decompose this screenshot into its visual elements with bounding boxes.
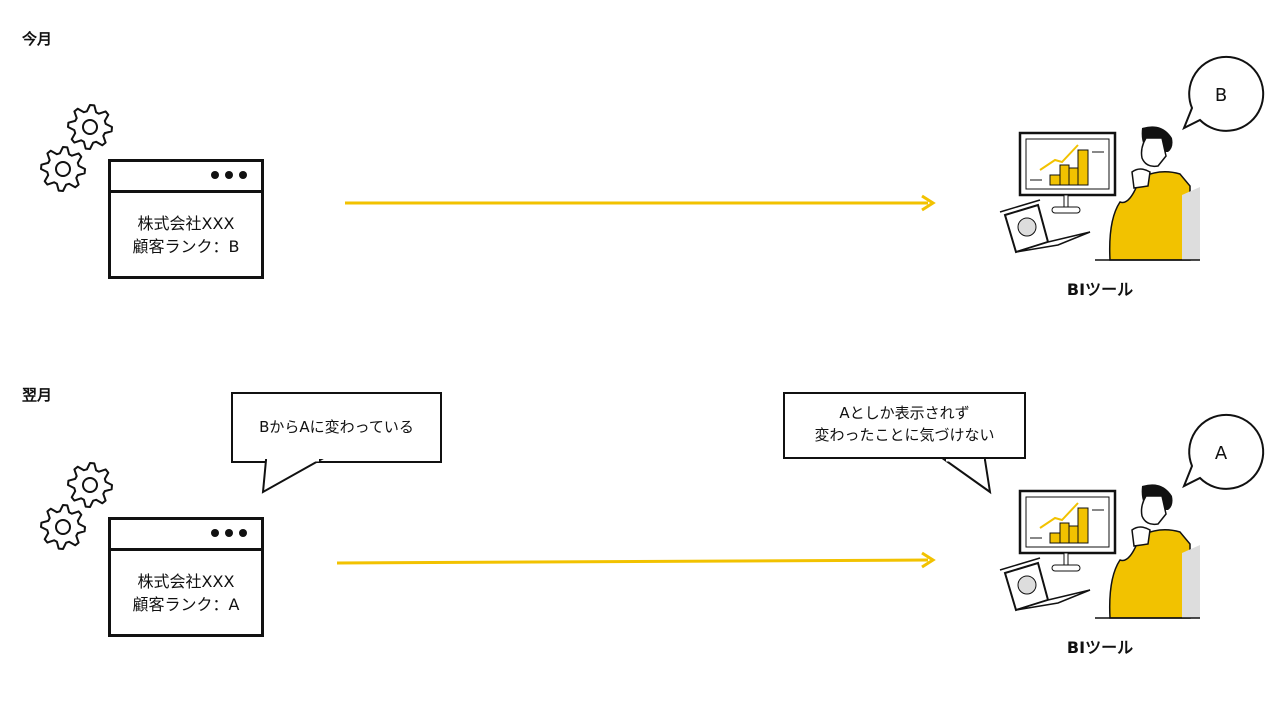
window-menu-dots-icon [211,529,247,537]
system-bubble-text: BからAに変わっている [259,418,414,436]
bi-displayed-rank: A [1214,443,1228,464]
window-title-bar [111,162,261,193]
customer-rank: 顧客ランク：B [132,237,240,256]
bi-tool-illustration [999,484,1200,619]
callout-line: 変わったことに気づけない [814,426,995,444]
bi-tool-label: BIツール [1066,638,1134,657]
period-label-next-month: 翌月 [22,386,53,404]
period-label-this-month: 今月 [22,30,53,48]
company-name: 株式会社XXX [137,214,235,233]
window-title-bar [111,520,261,551]
customer-rank: 顧客ランク：A [132,595,240,614]
company-name: 株式会社XXX [137,572,235,591]
speech-bubble-round [1182,413,1265,490]
speech-bubble-round [1182,55,1265,132]
bi-speech-bubble: Aとしか表示されず 変わったことに気づけない [783,392,1026,459]
gear-icon [40,146,86,192]
bi-tool-label: BIツール [1066,280,1134,299]
system-window: 株式会社XXX 顧客ランク：A [108,517,264,637]
callout-line: Aとしか表示されず [839,404,970,422]
gear-icon [40,504,86,550]
system-speech-bubble: BからAに変わっている [231,392,442,463]
gear-icon [67,104,113,150]
window-menu-dots-icon [211,171,247,179]
system-window: 株式会社XXX 顧客ランク：B [108,159,264,279]
bi-tool-illustration [999,126,1200,261]
gear-icon [67,462,113,508]
bi-displayed-rank: B [1214,85,1228,106]
